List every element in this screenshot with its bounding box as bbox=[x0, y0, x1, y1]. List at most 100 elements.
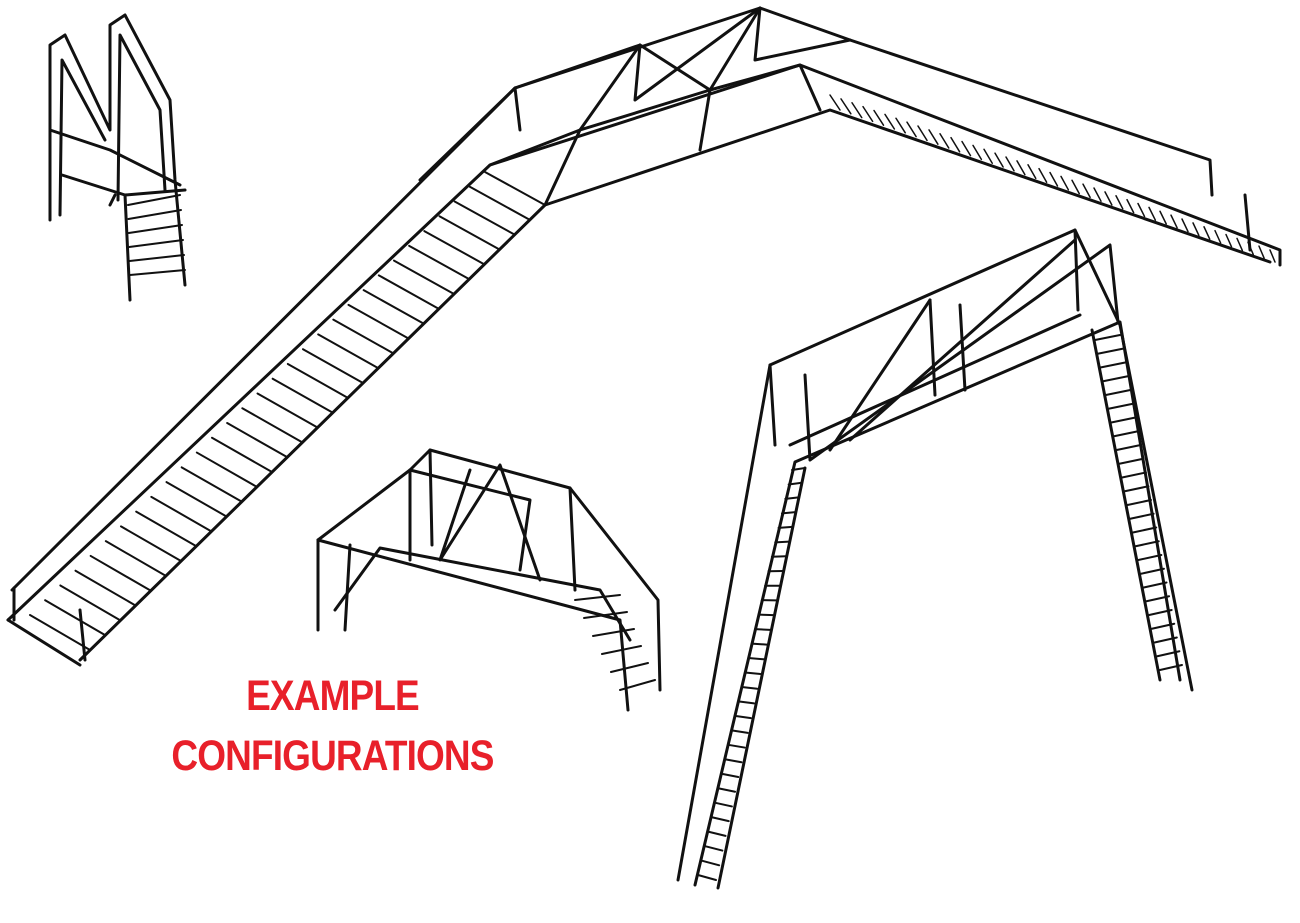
stair-tread bbox=[906, 121, 917, 138]
stair-tread bbox=[180, 466, 243, 503]
stair-tread bbox=[1126, 198, 1135, 214]
stair-tread bbox=[829, 94, 841, 111]
stair-tread bbox=[286, 362, 349, 399]
stair-tread bbox=[408, 244, 471, 281]
stair-tread bbox=[1071, 179, 1080, 195]
stair-tread bbox=[226, 422, 289, 459]
stair-tread bbox=[1099, 361, 1127, 369]
stair-tread bbox=[1170, 214, 1178, 229]
stair-tread bbox=[1060, 175, 1070, 191]
stair-tread bbox=[59, 584, 122, 622]
stair-tread bbox=[1145, 595, 1171, 603]
stair-tread bbox=[1159, 664, 1183, 671]
stair-tread bbox=[393, 259, 455, 295]
stair-tread bbox=[744, 671, 762, 675]
stair-tread bbox=[939, 133, 950, 149]
stair-tread bbox=[703, 845, 724, 852]
stair-tread bbox=[1225, 233, 1233, 248]
stair-tread bbox=[347, 303, 410, 340]
stair-tread bbox=[713, 801, 733, 808]
stair-tread bbox=[211, 436, 273, 473]
stair-tread bbox=[1181, 218, 1189, 233]
stair-tread bbox=[697, 874, 717, 881]
stair-tread bbox=[994, 152, 1004, 168]
stair-tread bbox=[150, 495, 213, 533]
stair-tread bbox=[1110, 416, 1137, 424]
stair-tread bbox=[1153, 636, 1178, 644]
stair-tread bbox=[710, 816, 730, 823]
stair-tread bbox=[1203, 226, 1211, 240]
stair-tread bbox=[727, 743, 746, 749]
stair-tread bbox=[1104, 389, 1132, 396]
stair-tread bbox=[127, 224, 183, 234]
stair-tread bbox=[317, 333, 380, 370]
long-stair-bridge-ramp bbox=[6, 6, 1282, 667]
crossover-stair-small bbox=[48, 13, 187, 302]
stair-tread bbox=[1082, 183, 1091, 199]
stair-tread bbox=[787, 481, 803, 486]
stair-tread bbox=[1104, 191, 1113, 206]
stair-tread bbox=[1148, 206, 1157, 221]
small-stair-bridge bbox=[316, 448, 662, 712]
stair-tread bbox=[1192, 222, 1200, 237]
stair-tread bbox=[747, 657, 765, 661]
stair-tread bbox=[120, 525, 182, 562]
stair-tread bbox=[610, 662, 649, 673]
stair-tread bbox=[723, 758, 743, 764]
stair-tread bbox=[1131, 526, 1158, 534]
stair-tread bbox=[1038, 167, 1048, 183]
stair-tread bbox=[1005, 156, 1015, 172]
stair-tread bbox=[750, 642, 768, 646]
caption-line-1: EXAMPLE bbox=[246, 672, 420, 720]
stair-tread bbox=[1129, 512, 1155, 520]
stair-tread bbox=[583, 611, 628, 619]
stair-tread bbox=[757, 613, 775, 617]
stair-tread bbox=[74, 569, 137, 607]
stair-tread bbox=[1112, 430, 1140, 438]
stair-tread bbox=[950, 136, 961, 153]
stair-tread bbox=[1269, 249, 1276, 263]
stair-tread bbox=[128, 239, 184, 248]
stair-tread bbox=[1236, 237, 1244, 252]
stair-tread bbox=[983, 148, 993, 164]
stair-tread bbox=[29, 614, 91, 651]
stair-tread bbox=[377, 274, 440, 310]
stair-tread bbox=[423, 230, 486, 266]
stair-tread bbox=[1126, 499, 1152, 506]
stair-tread bbox=[707, 830, 727, 837]
stair-tread bbox=[917, 125, 928, 142]
stair-tread bbox=[1137, 202, 1146, 218]
stair-tread bbox=[271, 377, 334, 414]
stair-tread bbox=[135, 510, 198, 548]
stair-tread bbox=[740, 685, 759, 690]
stair-tread bbox=[961, 140, 972, 157]
stair-tread bbox=[44, 599, 107, 637]
stair-tread bbox=[438, 215, 501, 251]
stair-tread bbox=[1016, 160, 1026, 176]
stair-tread bbox=[784, 496, 800, 500]
stair-tread bbox=[592, 628, 635, 637]
stair-tread bbox=[770, 555, 787, 558]
stair-tread bbox=[1049, 171, 1059, 187]
stair-tread bbox=[720, 772, 740, 778]
stair-tread bbox=[332, 318, 395, 355]
stair-tread bbox=[104, 540, 167, 577]
stair-tread bbox=[195, 451, 258, 488]
stair-tread bbox=[895, 117, 906, 134]
stair-tread bbox=[1027, 164, 1037, 180]
stair-tread bbox=[777, 525, 794, 529]
stair-tread bbox=[862, 105, 874, 123]
stair-tread bbox=[127, 209, 182, 220]
stair-tread bbox=[362, 289, 425, 325]
stair-tread bbox=[1096, 347, 1124, 355]
stair-tread bbox=[1115, 195, 1124, 210]
stair-tread bbox=[1159, 210, 1167, 225]
caption-line-2: CONFIGURATIONS bbox=[171, 732, 494, 780]
stair-tread bbox=[1247, 241, 1254, 256]
stair-tread bbox=[1140, 567, 1165, 575]
stair-tread bbox=[791, 467, 806, 471]
stair-tread bbox=[129, 269, 186, 276]
stair-tread bbox=[302, 348, 364, 384]
stair-tread bbox=[717, 787, 737, 793]
